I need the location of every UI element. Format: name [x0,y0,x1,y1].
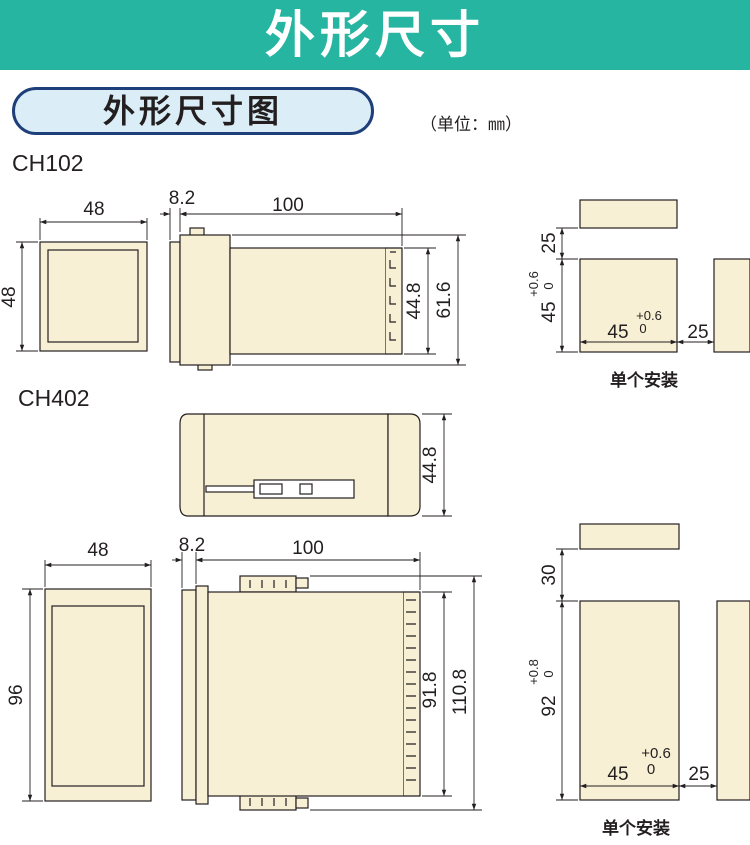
model-label-ch402: CH402 [18,385,90,411]
ch102-cutout-height: 45 [539,301,560,322]
ch102-side-view [169,227,403,371]
ch402-cutout-height: 92 [539,695,560,716]
ch102-cutout-caption: 单个安装 [610,371,678,391]
ch402-front-height-label: 96 [6,684,27,705]
title-banner: 外形尺寸 [0,0,750,70]
ch402-cutout-gap-vertical: 30 [539,564,560,585]
unit-note: （单位：㎜） [420,115,522,135]
ch102-cutout-height-tol-plus: +0.6 [526,271,541,297]
ch402-top-view [179,413,421,517]
ch402-cutout-width: 45 [607,764,628,785]
ch102-length-label: 100 [272,195,304,216]
ch402-front-view [44,588,152,802]
ch102-cutout-width: 45 [607,322,628,343]
ch102-bezel-label: 8.2 [169,188,195,209]
ch102-inner-height-label: 44.8 [404,283,425,320]
ch102-cutout-width-tol-minus: 0 [639,321,646,336]
ch402-cutout-gap-horizontal: 25 [688,764,709,785]
ch102-outer-height-label: 61.6 [434,282,455,319]
model-label-ch102: CH102 [12,150,84,176]
ch402-inner-height-label: 91.8 [420,672,441,709]
ch102-front-view [39,241,148,352]
banner-title: 外形尺寸 [265,6,485,64]
ch402-cutout-width-tol-plus: +0.6 [641,745,671,762]
ch102-cutout-width-tol-plus: +0.6 [636,308,662,323]
ch102-cutout [579,199,750,353]
ch102-front-width-label: 48 [83,199,104,220]
ch402-cutout-height-tol-plus: +0.8 [526,659,541,685]
ch402-cutout [579,523,750,801]
ch402-front-width-label: 48 [87,540,108,561]
ch402-cutout-height-tol-minus: 0 [541,670,556,677]
ch102-cutout-height-tol-minus: 0 [541,282,556,289]
ch402-top-height-label: 44.8 [420,447,441,484]
ch402-bezel-label: 8.2 [179,535,205,556]
section-title-pill: 外形尺寸图 [12,87,374,135]
ch102-cutout-gap-horizontal: 25 [687,322,708,343]
ch402-outer-height-label: 110.8 [450,669,471,715]
ch102-front-height-label: 48 [0,286,20,307]
ch402-cutout-caption: 单个安装 [602,819,670,839]
section-title: 外形尺寸图 [102,92,283,130]
ch402-cutout-width-tol-minus: 0 [647,761,655,778]
ch402-side-view [181,575,421,811]
ch402-length-label: 100 [292,538,324,559]
ch102-cutout-gap-vertical: 25 [539,232,560,253]
